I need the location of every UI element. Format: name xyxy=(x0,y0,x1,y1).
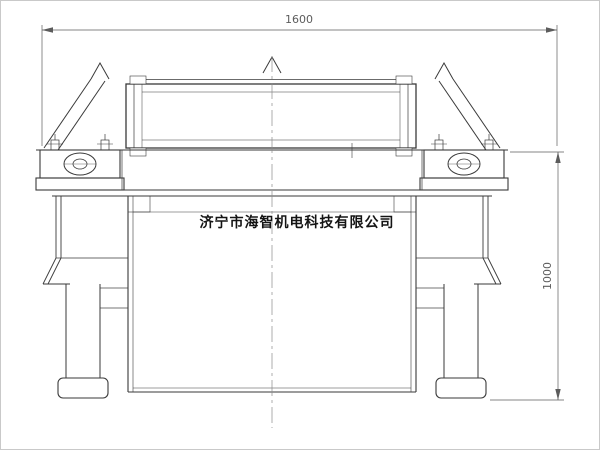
watermark-text: 济宁市海智机电科技有限公司 xyxy=(200,214,395,231)
foot-pad xyxy=(57,377,109,399)
arrowhead-top-icon xyxy=(555,152,561,163)
drum-hub-top-right xyxy=(395,75,413,85)
width-dimension-label: 1600 xyxy=(285,13,313,26)
drum-hub-bottom-left xyxy=(129,147,147,157)
pulley-drum xyxy=(125,75,417,157)
arrowhead-left-icon xyxy=(42,27,53,33)
left-bearing-assembly xyxy=(35,134,125,191)
chute-corner-block-left xyxy=(127,195,151,213)
chute-corner-block-right xyxy=(393,195,417,213)
right-bearing-assembly xyxy=(419,134,509,191)
foot-pad xyxy=(435,377,487,399)
break-symbol-right-icon xyxy=(434,61,454,80)
arrowhead-bottom-icon xyxy=(555,389,561,400)
break-symbol-left-icon xyxy=(90,61,110,80)
height-dimension-label: 1000 xyxy=(541,262,554,290)
top-dimension xyxy=(41,25,558,146)
left-leg xyxy=(57,284,129,399)
drum-hub-bottom-right xyxy=(395,147,413,157)
drum-hub-top-left xyxy=(129,75,147,85)
arrowhead-right-icon xyxy=(546,27,557,33)
right-dimension xyxy=(490,151,564,401)
